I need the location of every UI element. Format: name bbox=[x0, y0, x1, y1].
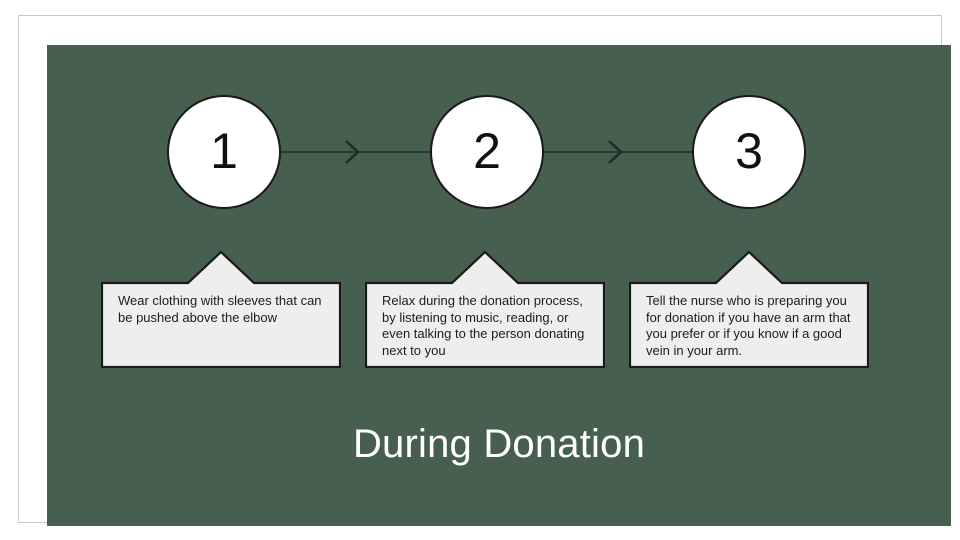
step-circle-2[interactable]: 2 bbox=[430, 95, 544, 209]
step-callout-1[interactable]: Wear clothing with sleeves that can be p… bbox=[101, 250, 341, 368]
slide-canvas: 1 2 3 Wear clothing with sleeves that ca… bbox=[47, 45, 951, 526]
chevron-right-icon-2 bbox=[608, 140, 623, 164]
chevron-right-icon-1 bbox=[345, 140, 360, 164]
step-number-3: 3 bbox=[735, 123, 763, 179]
step-callout-text-1: Wear clothing with sleeves that can be p… bbox=[118, 293, 322, 325]
document-frame: 1 2 3 Wear clothing with sleeves that ca… bbox=[18, 15, 951, 526]
callout-shape-2 bbox=[365, 250, 605, 368]
step-circle-1[interactable]: 1 bbox=[167, 95, 281, 209]
callout-shape-1 bbox=[101, 250, 341, 368]
step-circle-3[interactable]: 3 bbox=[692, 95, 806, 209]
callout-shape-3 bbox=[629, 250, 869, 368]
step-callout-text-3: Tell the nurse who is preparing you for … bbox=[646, 293, 851, 358]
step-callout-2[interactable]: Relax during the donation process, by li… bbox=[365, 250, 605, 368]
step-callout-text-2: Relax during the donation process, by li… bbox=[382, 293, 585, 358]
step-number-1: 1 bbox=[210, 123, 238, 179]
step-callout-3[interactable]: Tell the nurse who is preparing you for … bbox=[629, 250, 869, 368]
slide-title: During Donation bbox=[352, 422, 646, 466]
step-number-2: 2 bbox=[473, 123, 501, 179]
